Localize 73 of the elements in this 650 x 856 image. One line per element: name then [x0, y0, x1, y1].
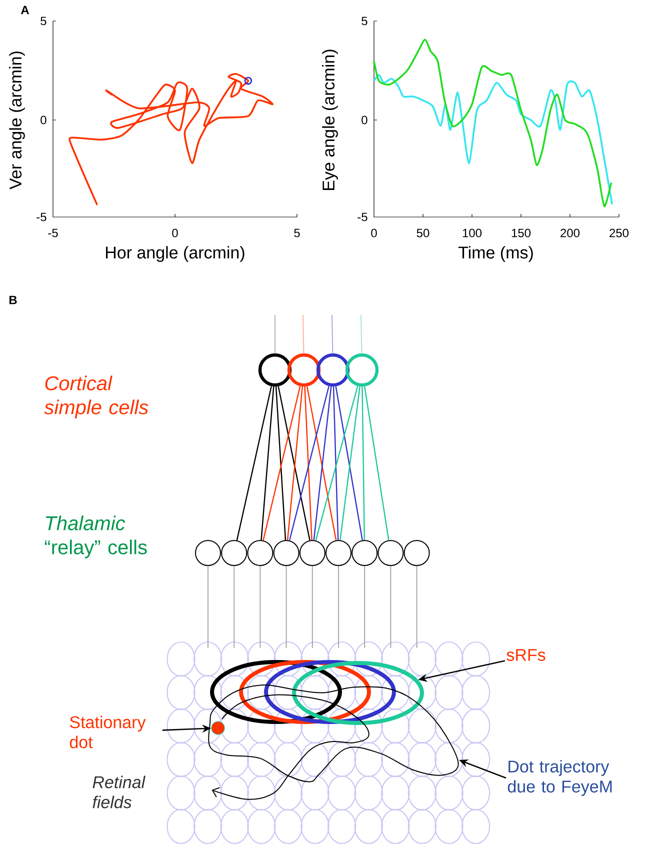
- neuron-circle: [287, 353, 321, 387]
- connection-line: [262, 386, 301, 540]
- connection-line: [416, 566, 418, 648]
- connection-line: [274, 314, 276, 354]
- axis-title: Hor angle (arcmin): [106, 246, 244, 262]
- callout-label: Dot trajectory due to FeyeM: [508, 760, 612, 796]
- tick-label: -5: [48, 228, 58, 238]
- tick-label: 50: [416, 228, 430, 238]
- neuron-circle: [345, 353, 379, 387]
- connection-line: [362, 386, 365, 540]
- connection-line: [288, 386, 330, 541]
- connection-line: [338, 566, 339, 648]
- receptive-field-ellipse: [292, 661, 424, 725]
- neuron-circle: [221, 540, 248, 566]
- tick-label: 5: [294, 228, 300, 238]
- connection-line: [360, 314, 362, 354]
- connection-line: [260, 386, 274, 540]
- tick-label: 0: [371, 228, 377, 238]
- tick-label: -5: [36, 212, 46, 222]
- connection-line: [236, 386, 272, 540]
- connection-line: [278, 386, 310, 540]
- tick-label: 5: [40, 16, 46, 26]
- callout-label: sRFs: [506, 649, 546, 661]
- tick-label: 0: [40, 116, 46, 124]
- panel-letter: B: [9, 296, 17, 304]
- tick-label: 250: [610, 228, 629, 238]
- connection-line: [302, 314, 304, 354]
- receptive-field-ellipse: [239, 660, 371, 724]
- axis-title: Time (ms): [458, 246, 533, 262]
- layer-label: Cortical simple cells: [44, 376, 148, 418]
- connection-line: [335, 386, 363, 540]
- receptive-field-ellipse: [264, 660, 396, 724]
- connection-line: [340, 386, 360, 540]
- tick-label: 200: [560, 228, 580, 238]
- connection-line: [390, 566, 392, 648]
- neuron-circle: [404, 540, 430, 566]
- receptive-field-ellipse: [210, 660, 342, 724]
- neuron-circle: [299, 540, 326, 566]
- connection-line: [234, 566, 235, 648]
- neuron-circle: [247, 540, 274, 566]
- connection-line: [275, 386, 286, 540]
- neuron-circle: [352, 540, 378, 566]
- callout-label: Stationary dot: [70, 716, 146, 748]
- connection-line: [286, 386, 303, 540]
- neuron-circle: [258, 353, 292, 387]
- tick-label: 0: [172, 228, 178, 238]
- tick-label: 0: [362, 116, 368, 124]
- neuron-circle: [195, 540, 221, 566]
- neuron-circle: [326, 540, 352, 566]
- neuron-circle: [273, 540, 300, 566]
- connection-line: [312, 566, 313, 648]
- connection-line: [306, 386, 337, 540]
- tick-label: 150: [512, 228, 531, 238]
- tick-label: 5: [362, 16, 368, 26]
- tick-label: -5: [358, 212, 368, 222]
- connection-line: [260, 566, 261, 648]
- panel-letter: A: [20, 6, 29, 14]
- dot-trajectory: [208, 684, 459, 800]
- layer-label: Thalamic “relay” cells: [44, 516, 147, 558]
- connection-line: [313, 386, 332, 540]
- axis-title: Eye angle (arcmin): [322, 50, 338, 190]
- connection-line: [332, 386, 339, 540]
- layer-label: Retinal fields: [92, 776, 146, 808]
- connection-line: [304, 386, 312, 540]
- connection-line: [364, 566, 366, 648]
- neuron-circle: [316, 353, 350, 387]
- connection-line: [364, 386, 390, 540]
- connection-line: [315, 386, 358, 541]
- neuron-circle: [378, 540, 404, 566]
- connection-line: [286, 566, 287, 648]
- connection-line: [332, 314, 334, 354]
- axis-title: Ver angle (arcmin): [9, 52, 25, 190]
- tick-label: 100: [462, 228, 482, 238]
